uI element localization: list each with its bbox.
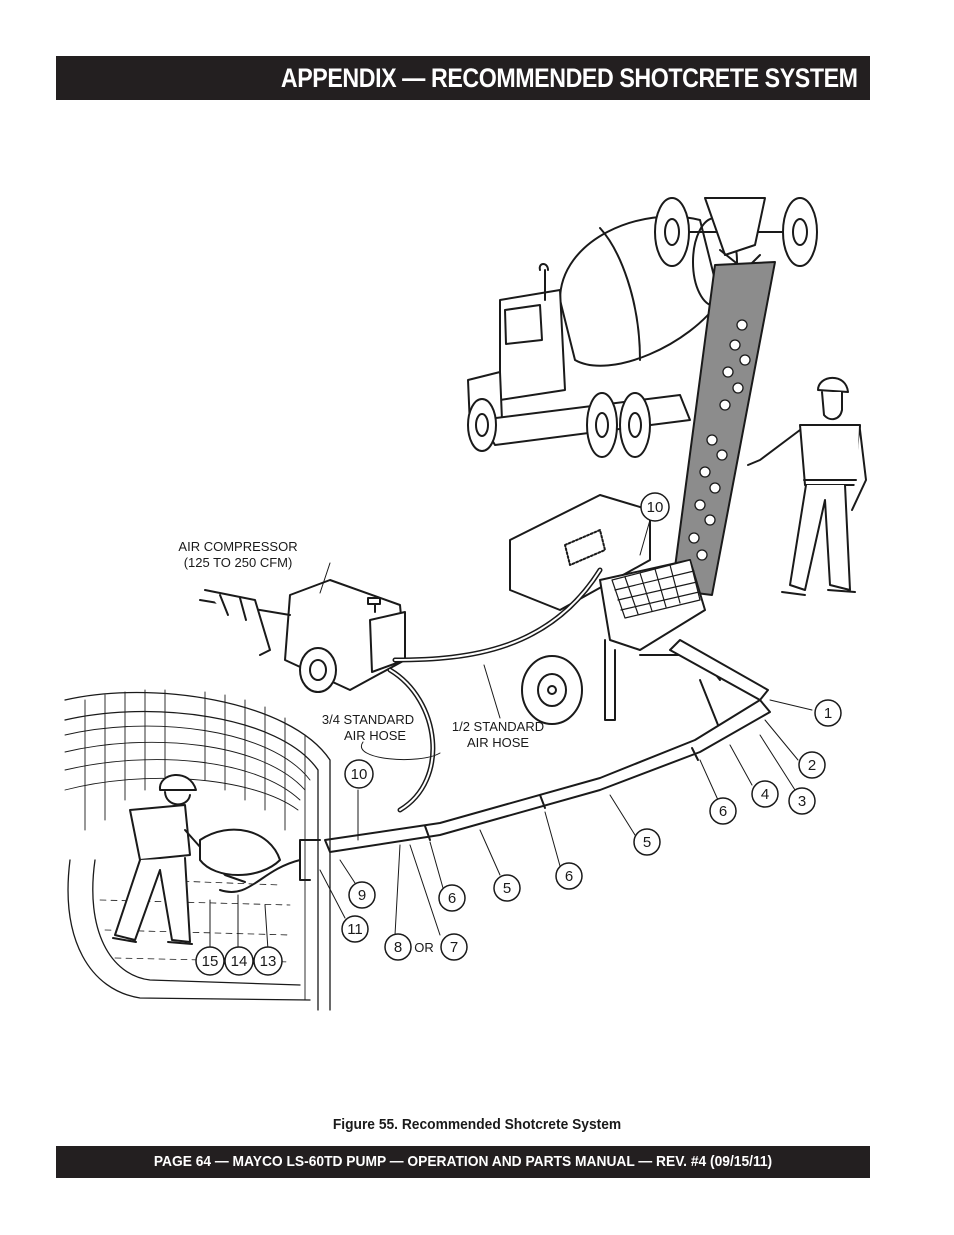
callouts xyxy=(195,492,842,976)
label-three-quarter-hose-2: AIR HOSE xyxy=(344,728,406,743)
air-compressor xyxy=(199,579,406,693)
callout-2: 2 xyxy=(808,757,816,774)
shotcrete-system-illustration: 1 2 3 4 5 6 6 5 6 7 8 9 11 10 10 15 14 1… xyxy=(64,197,867,1011)
truck-worker xyxy=(747,376,867,596)
callout-10: 10 xyxy=(351,766,368,783)
page-title: APPENDIX — RECOMMENDED SHOTCRETE SYSTEM xyxy=(281,63,858,93)
label-or: OR xyxy=(414,940,434,955)
page-footer-text: PAGE 64 — MAYCO LS-60TD PUMP — OPERATION… xyxy=(153,1153,773,1170)
callout-14: 14 xyxy=(231,953,248,970)
air-hoses xyxy=(387,567,603,813)
callout-6: 6 xyxy=(719,803,727,820)
callout-10: 10 xyxy=(647,499,664,516)
label-air-compressor-cfm: (125 TO 250 CFM) xyxy=(184,555,293,570)
concrete-truck xyxy=(467,197,818,458)
label-three-quarter-hose: 3/4 STANDARD xyxy=(322,712,414,727)
nozzleman xyxy=(112,774,281,945)
callout-7: 7 xyxy=(450,939,458,956)
callout-13: 13 xyxy=(260,953,277,970)
callout-6: 6 xyxy=(448,890,456,907)
page-header-bar: APPENDIX — RECOMMENDED SHOTCRETE SYSTEM xyxy=(56,56,870,100)
callout-5: 5 xyxy=(643,834,651,851)
label-half-hose: 1/2 STANDARD xyxy=(452,719,544,734)
callout-15: 15 xyxy=(202,953,219,970)
callout-9: 9 xyxy=(358,887,366,904)
page-footer-bar: PAGE 64 — MAYCO LS-60TD PUMP — OPERATION… xyxy=(56,1146,870,1178)
callout-11: 11 xyxy=(347,921,363,938)
callout-5: 5 xyxy=(503,880,511,897)
shotcrete-pump xyxy=(509,494,769,731)
chute xyxy=(671,261,776,596)
callout-6: 6 xyxy=(565,868,573,885)
callout-3: 3 xyxy=(798,793,806,810)
callout-1: 1 xyxy=(824,705,832,722)
label-air-compressor: AIR COMPRESSOR xyxy=(178,539,297,554)
label-half-hose-2: AIR HOSE xyxy=(467,735,529,750)
leader-lines xyxy=(209,519,813,951)
callout-4: 4 xyxy=(761,786,769,803)
figure-caption: Figure 55. Recommended Shotcrete System xyxy=(332,1116,622,1133)
callout-8: 8 xyxy=(394,939,402,956)
